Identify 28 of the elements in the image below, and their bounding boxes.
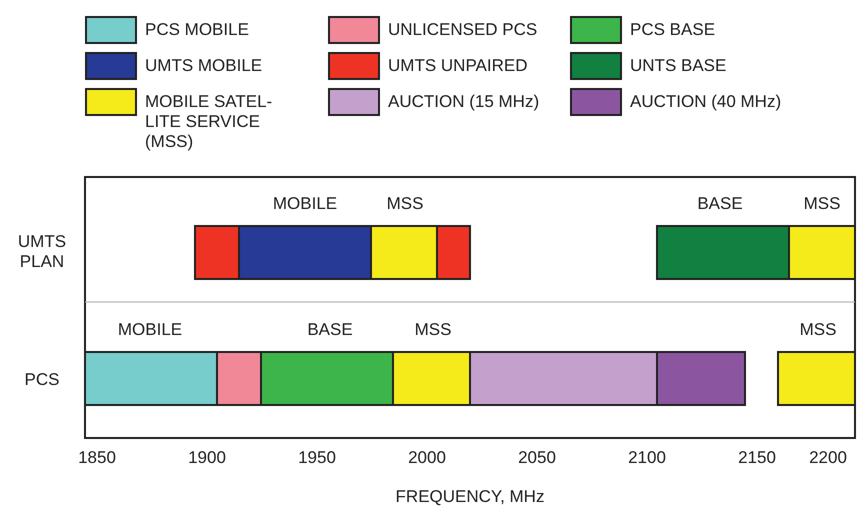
- row-label: UMTS PLAN: [16, 232, 68, 272]
- legend-label: UNLICENSED PCS: [388, 20, 538, 40]
- tick-label: 2200: [808, 448, 848, 468]
- legend-label: PCS MOBILE: [145, 20, 250, 40]
- legend-label: MOBILE SATEL- LITE SERVICE (MSS): [145, 92, 274, 152]
- legend-label: UMTS UNPAIRED: [388, 56, 528, 76]
- legend-label: AUCTION (15 MHz): [388, 92, 540, 112]
- tick-label: 1900: [187, 448, 227, 468]
- legend-label: UMTS MOBILE: [145, 56, 264, 76]
- tick-label: 1950: [297, 448, 337, 468]
- tick-label: 2000: [407, 448, 447, 468]
- tick-label: 2100: [627, 448, 667, 468]
- row-label: PCS: [24, 370, 60, 390]
- legend-label: UNTS BASE: [630, 56, 728, 76]
- band-label: MSS: [386, 194, 424, 214]
- band-label: MSS: [798, 320, 838, 340]
- band-label: MOBILE: [272, 194, 338, 214]
- band-label: BASE: [696, 194, 744, 214]
- tick-label: 1850: [77, 448, 117, 468]
- tick-label: 2150: [737, 448, 777, 468]
- band-label: MSS: [802, 194, 842, 214]
- axis-title: FREQUENCY, MHz: [394, 487, 546, 507]
- band-label: MOBILE: [116, 320, 184, 340]
- band-label: MSS: [414, 320, 452, 340]
- legend-label: AUCTION (40 MHz): [630, 92, 782, 112]
- legend-label: PCS BASE: [630, 20, 716, 40]
- tick-label: 2050: [517, 448, 557, 468]
- band-label: BASE: [306, 320, 354, 340]
